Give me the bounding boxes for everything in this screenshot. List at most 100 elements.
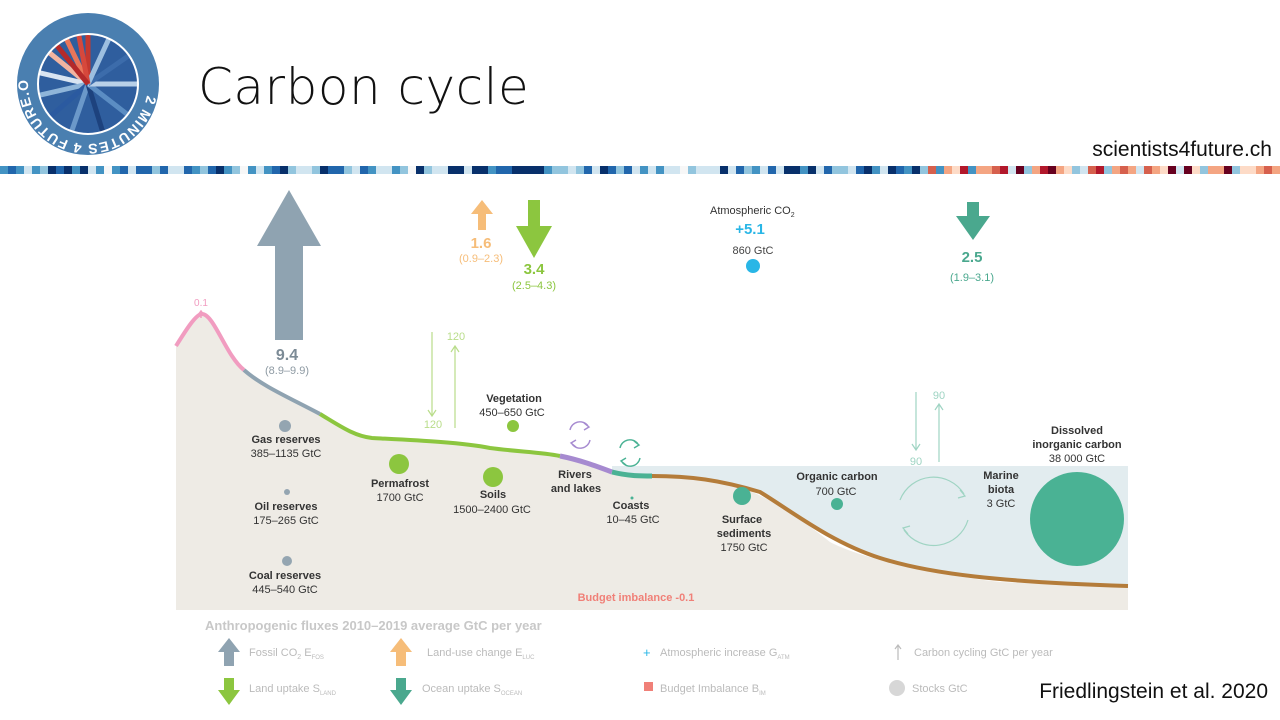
citation: Friedlingstein et al. 2020 [1039,680,1268,703]
volcanic-flux-value: 0.1 [194,298,208,309]
atmospheric-label: Atmospheric CO2 [710,205,795,219]
warming-stripe [208,166,217,174]
dissolved-carbon-label-line1: Dissolved [1051,425,1103,437]
legend-fossil-subscript: FOS [312,655,324,661]
warming-stripe [1000,166,1009,174]
warming-stripe [608,166,617,174]
warming-stripe [1256,166,1265,174]
warming-stripe [1208,166,1217,174]
warming-stripe [1088,166,1097,174]
warming-stripe [384,166,393,174]
warming-stripe [288,166,297,174]
warming-stripe [616,166,625,174]
warming-stripe [792,166,801,174]
land-cycling-arrows [427,332,460,428]
legend-cycling-arrow [894,644,902,660]
coasts-label: Coasts [613,500,650,512]
warming-stripe [920,166,929,174]
ocean-cycling-up-value: 90 [933,390,945,402]
warming-stripe [200,166,209,174]
warming-stripe [720,166,729,174]
ocean-area [612,466,1128,584]
land-cycling-down-arrow [427,332,437,418]
warming-stripe [848,166,857,174]
warming-stripe [984,166,993,174]
warming-stripe [568,166,577,174]
legend-land-uptake-label: Land uptake SLAND [249,683,337,697]
warming-stripe [768,166,777,174]
warming-stripe [1040,166,1049,174]
warming-stripe [656,166,665,174]
soils-dot [483,467,503,487]
permafrost-value: 1700 GtC [376,492,423,504]
warming-stripe [1248,166,1257,174]
legend-budget-label: Budget Imbalance BIM [660,683,766,697]
warming-stripe [144,166,153,174]
warming-stripe [696,166,705,174]
warming-stripe [960,166,969,174]
warming-stripe [520,166,529,174]
warming-stripe [800,166,809,174]
warming-stripe [264,166,273,174]
fossil-flux-value: 9.4 [276,347,298,364]
permafrost-dot [389,454,409,474]
volcanic-arrow [197,309,205,318]
warming-stripe [280,166,289,174]
warming-stripe [0,166,9,174]
warming-stripe [752,166,761,174]
website-label: scientists4future.ch [1092,138,1272,161]
legend-atm-increase-icon: + [643,645,651,660]
warming-stripe [1184,166,1193,174]
dissolved-carbon-label-line2: inorganic carbon [1032,439,1122,451]
sediment-ridge [651,474,1129,588]
marine-biota-label-line2: biota [988,484,1015,496]
ocean-uptake-flux-range: (1.9–3.1) [950,272,994,284]
warming-stripe [1112,166,1121,174]
legend-stocks-dot [889,680,905,696]
warming-stripe [736,166,745,174]
warming-stripe [976,166,985,174]
warming-stripe [216,166,225,174]
warming-stripe [1024,166,1033,174]
warming-stripe [880,166,889,174]
rivers-ridge [559,453,613,475]
legend-ocean-uptake-arrow [390,678,412,705]
soils-value: 1500–2400 GtC [453,504,531,516]
legend-budget-swatch [644,682,653,691]
warming-stripe [96,166,105,174]
sediments-label-line1: Surface [722,514,762,526]
warming-stripe [864,166,873,174]
warming-stripe [600,166,609,174]
warming-stripe [936,166,945,174]
legend-fossil-label-subscript: 2 [297,654,301,661]
warming-stripe [904,166,913,174]
warming-stripe [1064,166,1073,174]
warming-stripe [712,166,721,174]
land-ridge [318,412,561,458]
warming-stripe [304,166,313,174]
warming-stripe [488,166,497,174]
warming-stripe [160,166,169,174]
warming-stripe [1200,166,1209,174]
warming-stripe [1192,166,1201,174]
warming-stripe [392,166,401,174]
warming-stripe [888,166,897,174]
warming-stripe [240,166,249,174]
land-uptake-flux-range: (2.5–4.3) [512,280,556,292]
warming-stripe [592,166,601,174]
ocean-cycling-down-arrow [911,392,921,452]
warming-stripe [624,166,633,174]
atmospheric-stock-value: 860 GtC [733,245,774,257]
ocean-cycling-arrows [911,392,944,462]
marine-biota-value: 3 GtC [987,498,1016,510]
warming-stripe [664,166,673,174]
rivers-label-line2: and lakes [551,483,601,495]
warming-stripe [80,166,89,174]
legend-land-uptake-arrow [218,678,240,705]
warming-stripe [120,166,129,174]
legend-fossil-arrow [218,638,240,666]
legend-cycling-label: Carbon cycling GtC per year [914,647,1053,659]
oil-reserves-dot [284,489,290,495]
ocean-cycling-up-arrow [934,402,944,462]
warming-stripe [856,166,865,174]
